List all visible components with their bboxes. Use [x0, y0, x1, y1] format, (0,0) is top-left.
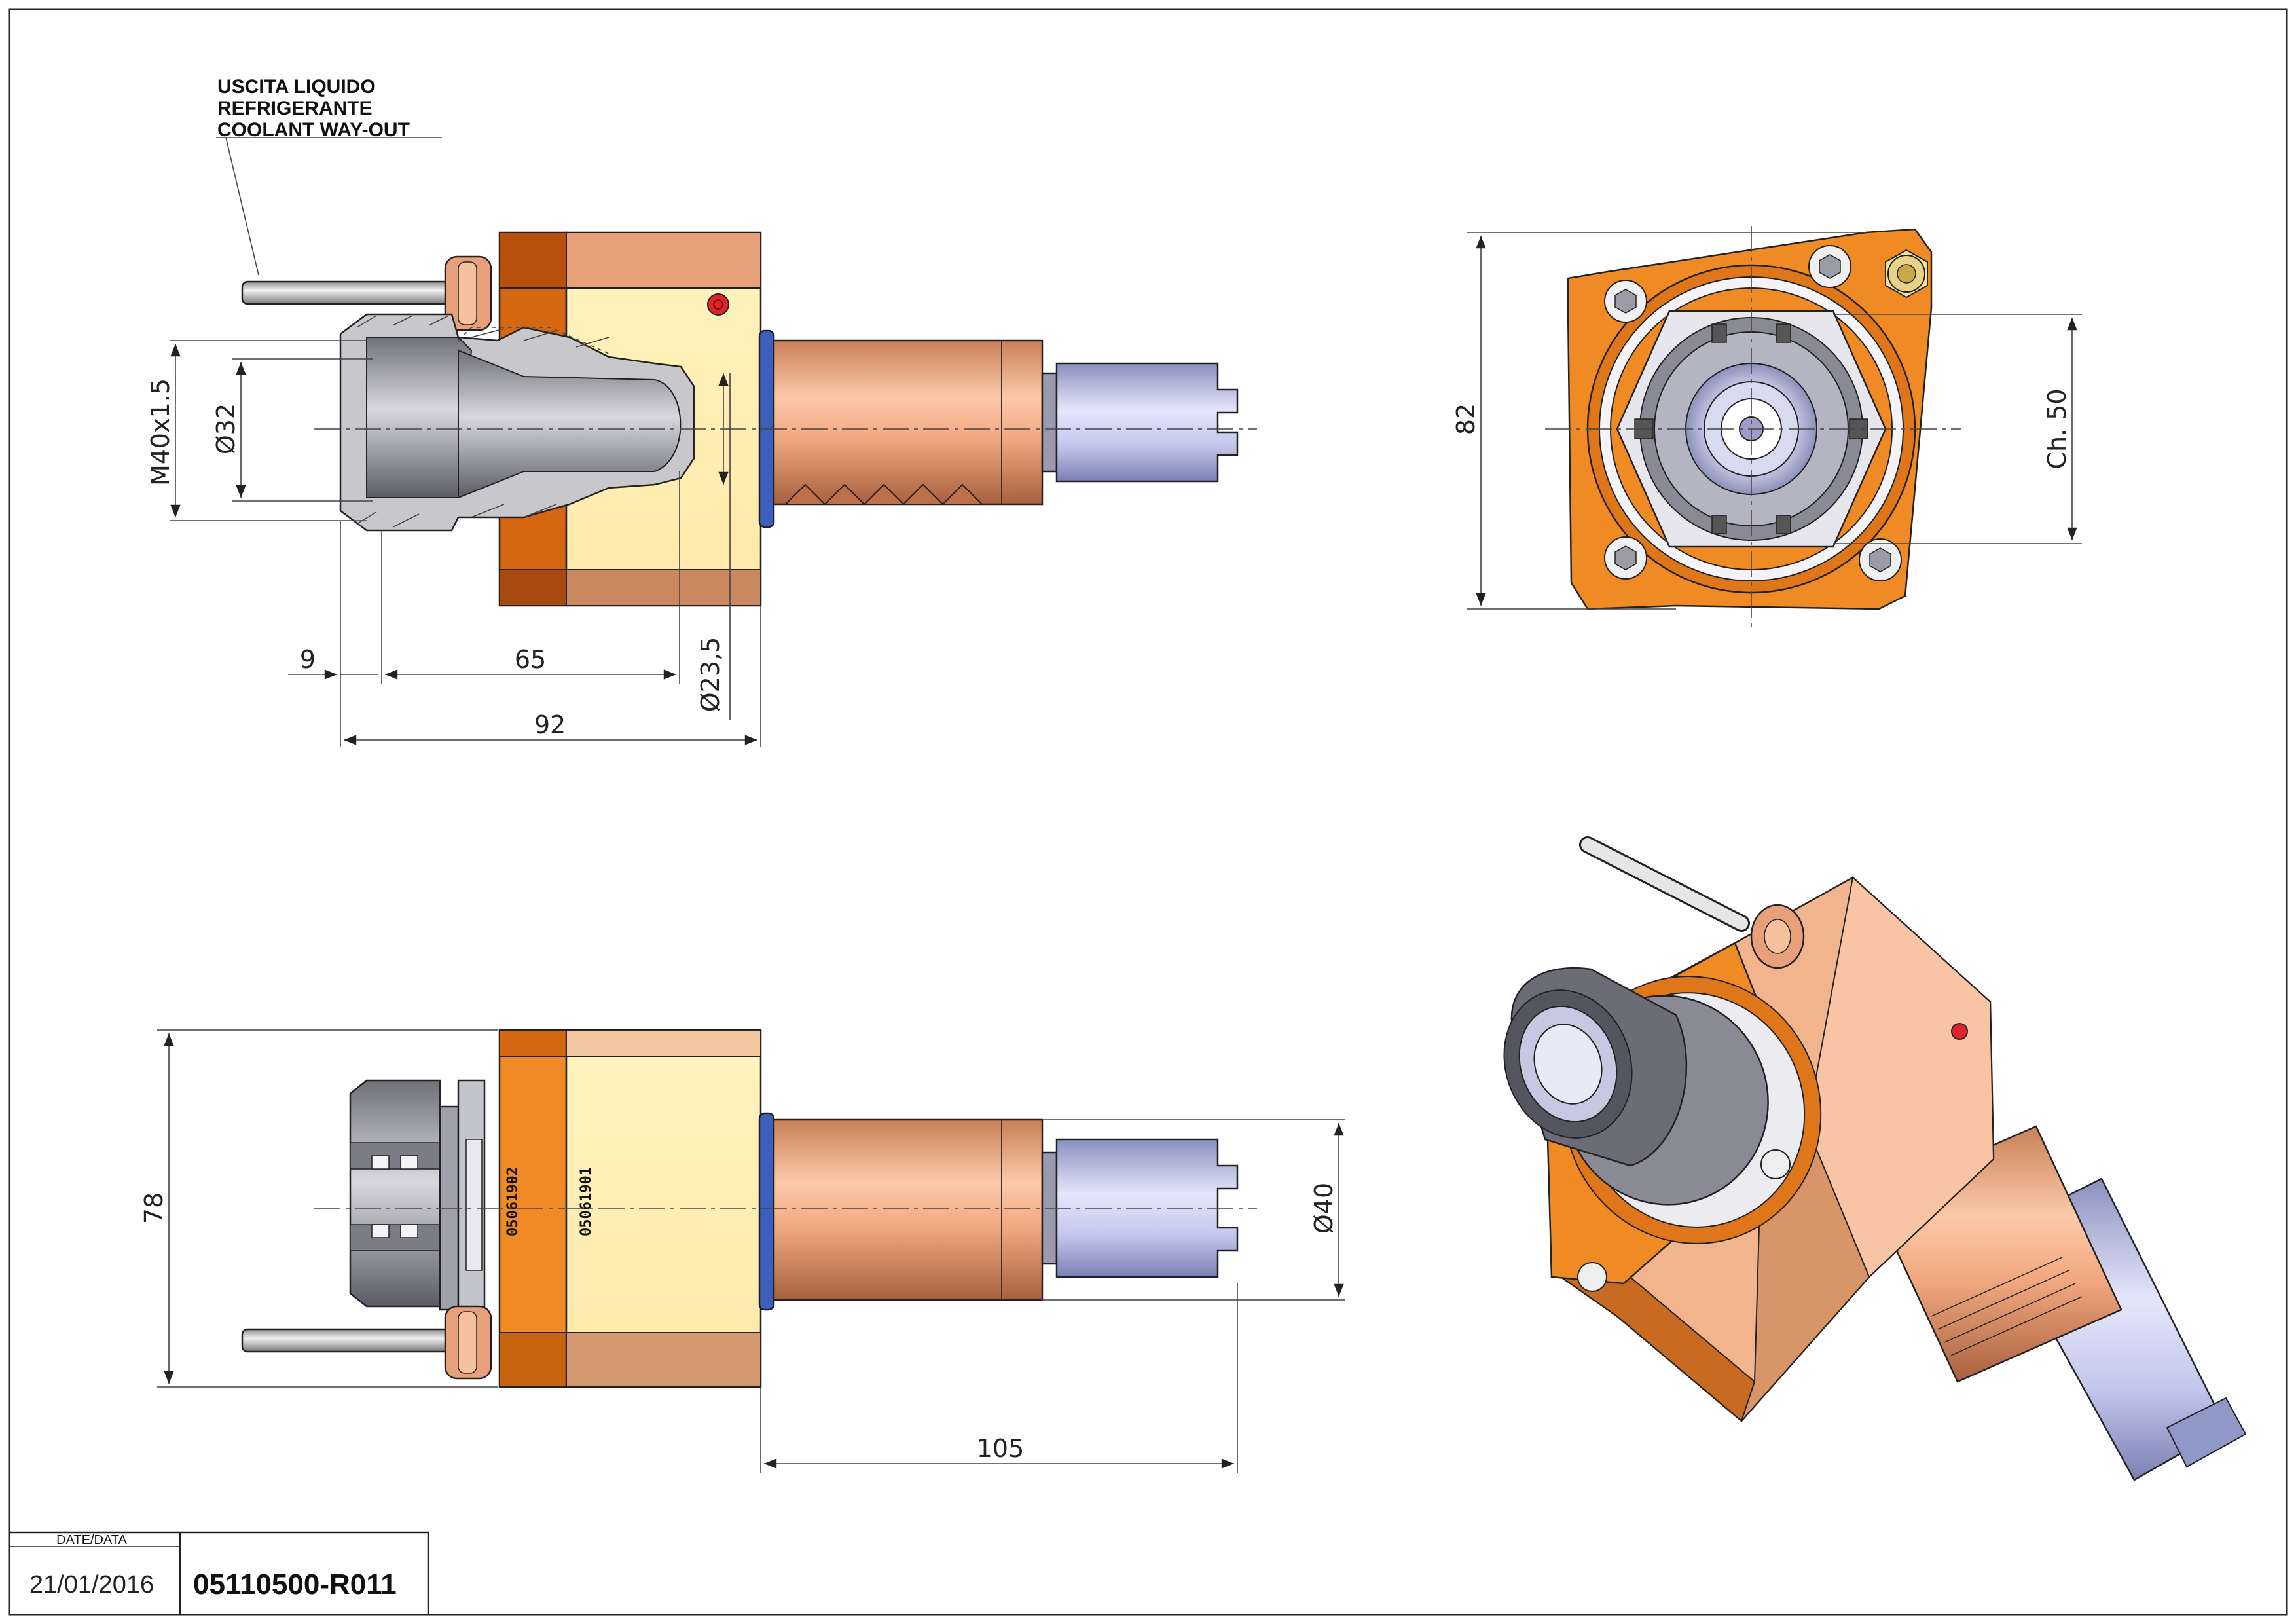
- dim-length-105: 105: [977, 1434, 1025, 1463]
- end-view-dimensions: 82 Ch. 50: [1451, 232, 2082, 610]
- dim-offset-9: 9: [300, 645, 316, 674]
- red-plug-icon: [707, 293, 729, 316]
- drive-shaft: [1055, 362, 1239, 483]
- dim-length-92: 92: [534, 710, 566, 739]
- dim-length-65: 65: [515, 645, 546, 674]
- coolant-pipe: [241, 280, 453, 305]
- coolant-fitting-icon: [1885, 249, 1928, 299]
- coolant-note-line1: USCITA LIQUIDO: [217, 76, 376, 98]
- title-block: DATE/DATA 21/01/2016 05110500-R011: [8, 1531, 429, 1616]
- dim-bore-dia: Ø23,5: [696, 637, 725, 712]
- isometric-view: [1503, 836, 2247, 1481]
- dim-wrench-size: Ch. 50: [2043, 388, 2071, 469]
- coolant-note-line3: COOLANT WAY-OUT: [217, 119, 410, 141]
- bolt-icon: [1808, 245, 1851, 288]
- serial-number-2: 05061901: [578, 1167, 594, 1236]
- collet-nut: [349, 1079, 441, 1308]
- bolt-icon: [1859, 538, 1902, 581]
- red-plug-icon: [1951, 1023, 1968, 1040]
- dim-collet-dia: Ø32: [211, 403, 240, 454]
- dim-thread: M40x1.5: [146, 378, 175, 486]
- dim-shank-dia: Ø40: [1309, 1183, 1338, 1234]
- side-view-dimensions: 78 Ø40 105: [139, 1029, 1345, 1473]
- dim-height-82: 82: [1451, 403, 1480, 435]
- coolant-note-line2: REFRIGERANTE: [217, 98, 373, 119]
- bolt-icon: [1604, 536, 1647, 580]
- coolant-pipe: [241, 1328, 453, 1353]
- serial-number-1: 05061902: [505, 1167, 521, 1236]
- drive-shank: [773, 339, 1044, 506]
- drawing-code: 05110500-R011: [193, 1568, 397, 1600]
- front-view-dimensions: USCITA LIQUIDO REFRIGERANTE COOLANT WAY-…: [146, 76, 761, 747]
- date-label: DATE/DATA: [56, 1533, 127, 1547]
- front-section-view: [241, 231, 1257, 607]
- bolt-icon: [1604, 280, 1647, 323]
- dim-height-78: 78: [139, 1192, 168, 1224]
- sheet-border: [8, 8, 2288, 1616]
- side-view: 05061902 05061901: [241, 1029, 1257, 1388]
- end-view: [1545, 226, 1961, 629]
- date-value: 21/01/2016: [29, 1571, 154, 1598]
